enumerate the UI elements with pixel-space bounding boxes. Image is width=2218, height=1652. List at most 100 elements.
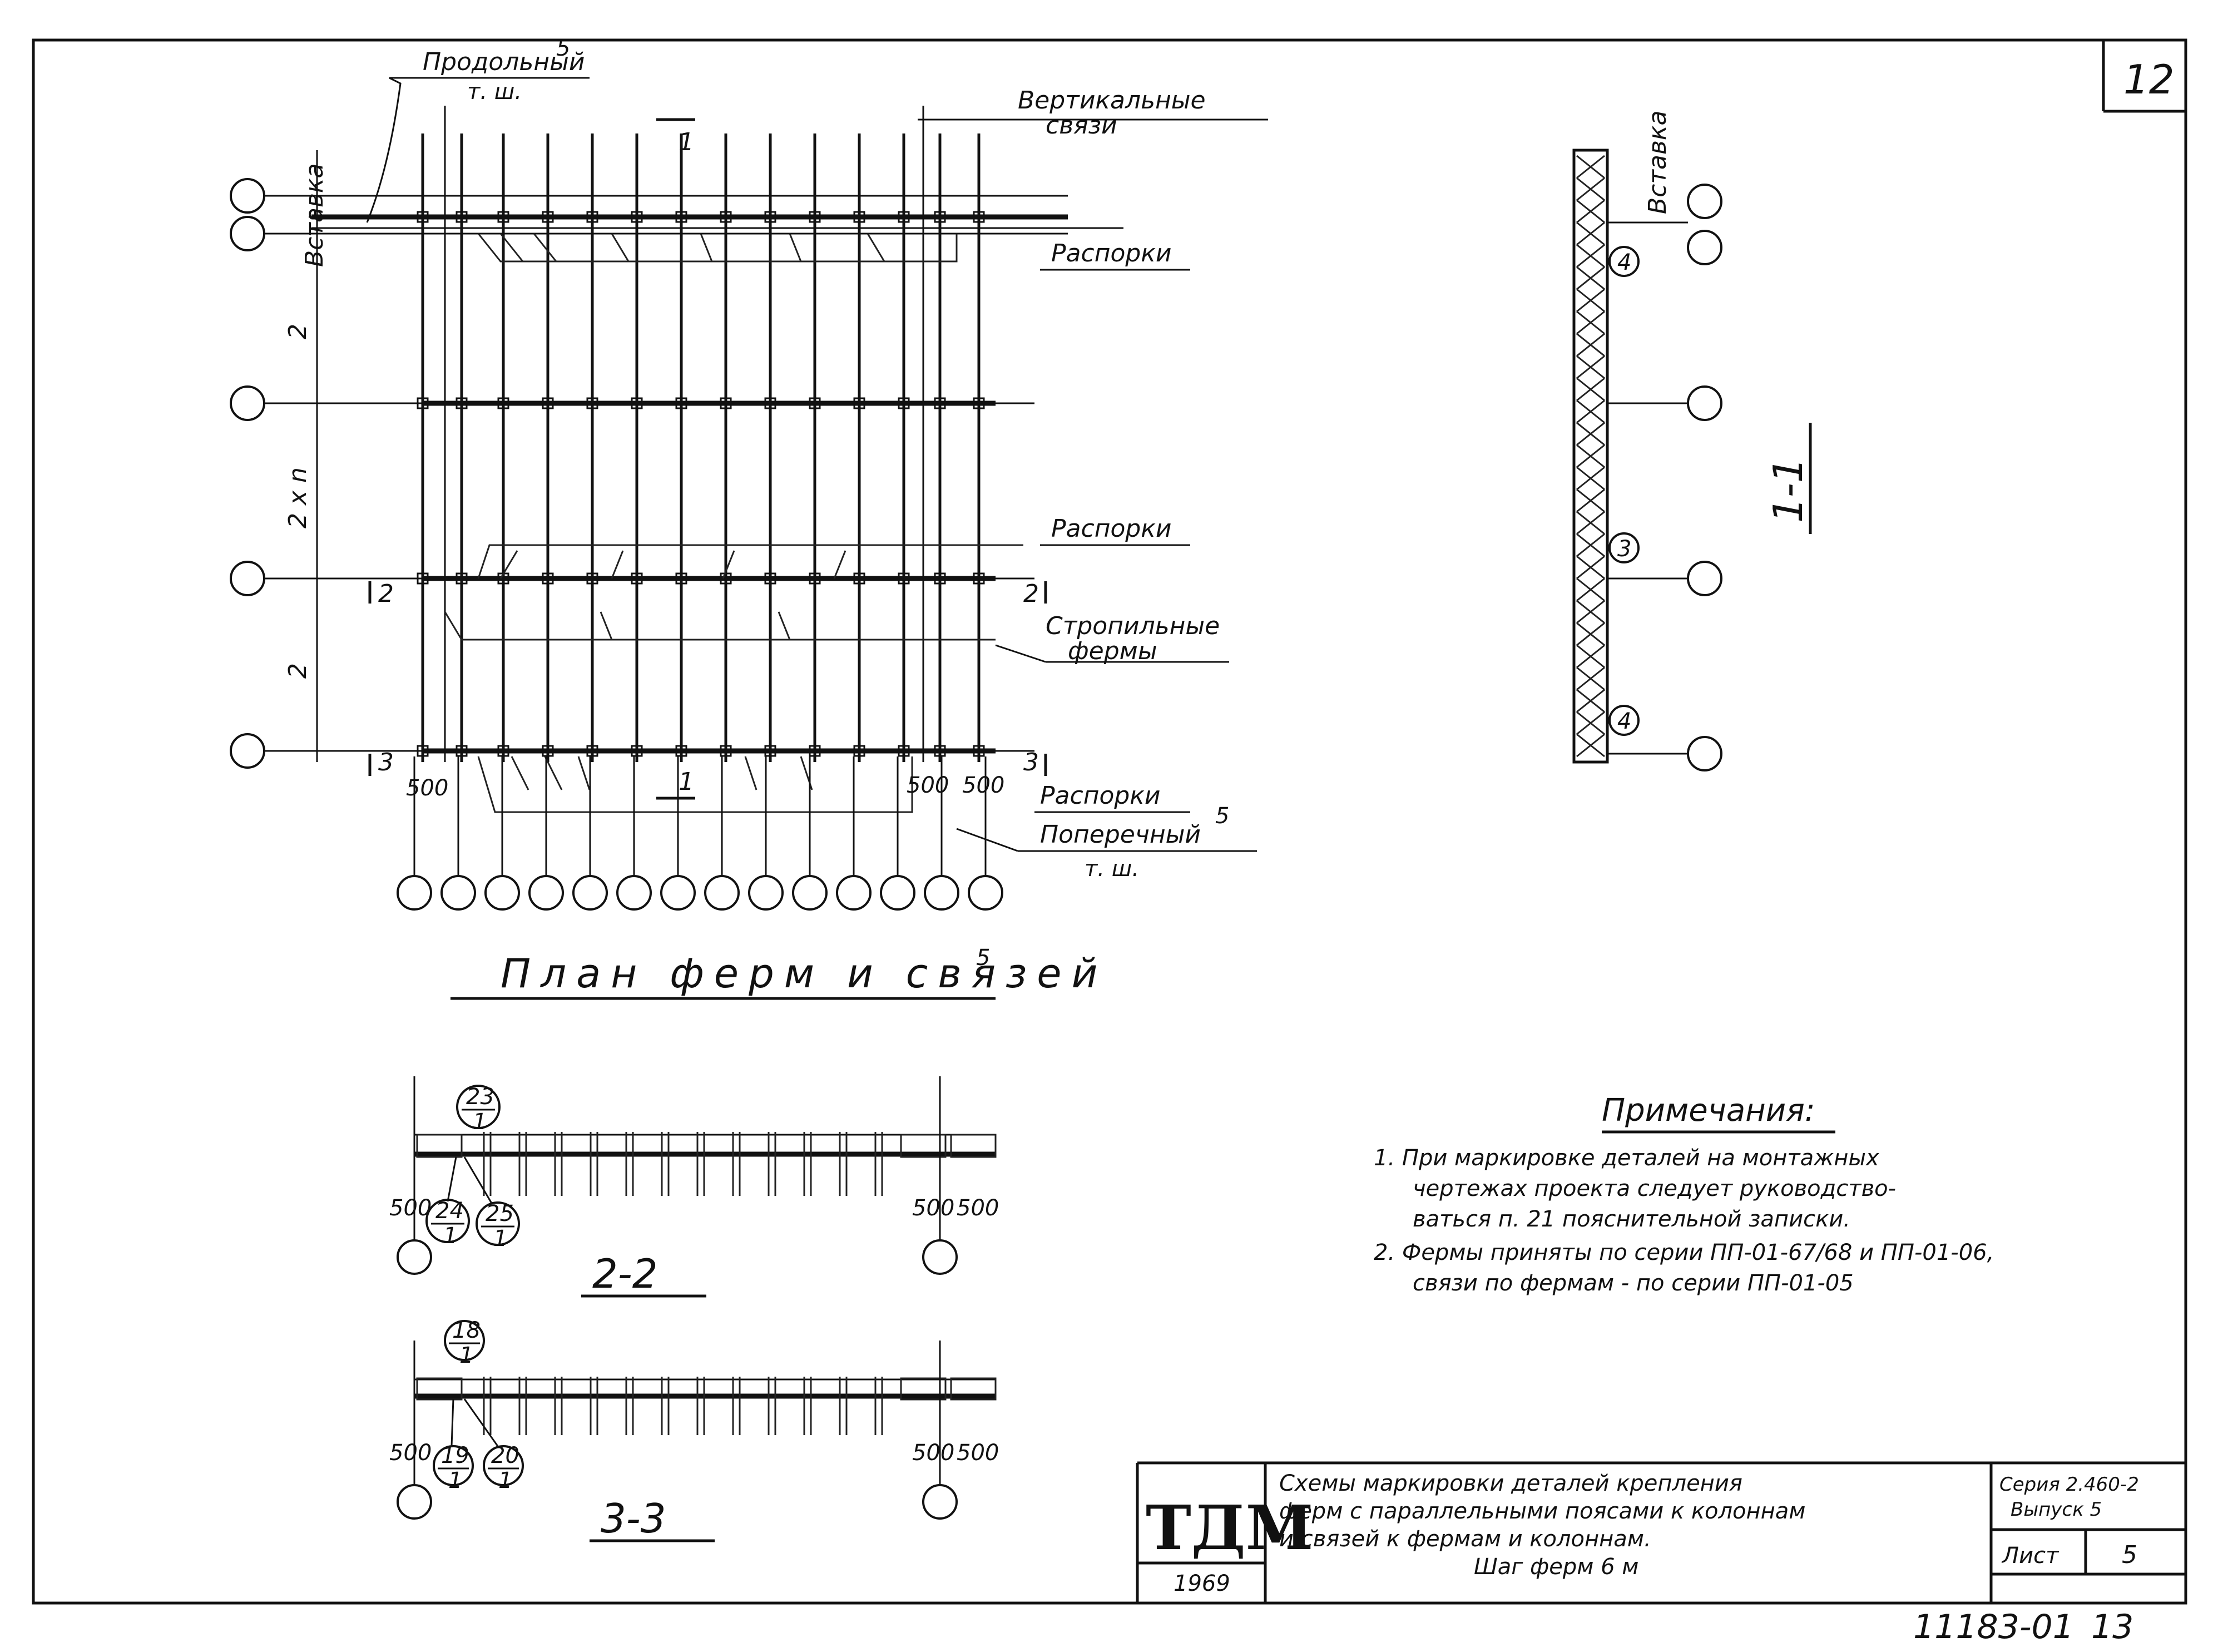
sec22-title: 2-2 [592,1250,658,1297]
sheet-label: Лист [2001,1543,2059,1569]
label-struts-2: Распорки [1051,515,1171,543]
svg-text:3: 3 [378,748,394,776]
svg-text:2: 2 [378,580,394,608]
column-circle [572,875,608,911]
sec22-dim-500-r2: 500 [957,1195,999,1221]
plan-title-sup: 5 [976,945,990,971]
title-line-4: Шаг ферм 6 м [1474,1554,1638,1580]
title-line-3: и связей к фермам и колоннам. [1279,1526,1651,1552]
sheet-number: 12 [2123,56,2175,103]
sec11-tag-3: 4 [1617,709,1631,734]
svg-text:24: 24 [435,1198,464,1224]
svg-text:1: 1 [443,1223,457,1249]
label-transverse-sup: 5 [1215,803,1229,829]
svg-text:1: 1 [679,128,694,156]
title-line-1: Схемы маркировки деталей крепления [1279,1471,1742,1496]
dim-500-right-b: 500 [962,773,1004,798]
section-1-1: 4 3 4 Вставка 1-1 [1572,111,1812,771]
column-circle [397,875,432,911]
note-line-5: связи по фермам - по серии ПП-01-05 [1413,1270,1854,1296]
column-circle [748,875,784,911]
dim-span-2: 2 x n [284,467,312,528]
insert-label-plan: Вставка [300,164,329,267]
label-temp-joint-bottom: т. ш. [1085,856,1139,882]
svg-text:1: 1 [498,1468,512,1493]
series-line-2: Выпуск 5 [2011,1498,2102,1521]
svg-text:19: 19 [441,1443,469,1468]
note-line-2: чертежах проекта следует руководство- [1413,1176,1896,1201]
sec33-dim-500-r1: 500 [912,1440,954,1466]
svg-text:1: 1 [493,1226,507,1252]
plan-drawing: 2 2 x n 2 Вставка Продольный 5 т. ш. Вер… [230,36,1268,1000]
tag-20: 20 1 [483,1443,524,1493]
dim-500-left: 500 [406,775,448,801]
plan-leaders [366,77,1268,852]
bracing-hatch-top [477,233,958,263]
notes-block: Примечания: 1. При маркировке деталей на… [1374,1092,1994,1296]
column-circle [616,875,652,911]
dim-span-3: 2 [284,663,312,679]
tag-25: 25 1 [476,1201,520,1252]
bracing-hatch-bottom [477,756,913,813]
column-circle [528,875,564,911]
sec22-dim-500-left: 500 [389,1195,432,1221]
bottom-column-circles [397,756,1003,911]
axis-row-1 [230,178,1068,251]
column-circle [792,875,828,911]
sec33-title: 3-3 [601,1495,666,1542]
svg-text:25: 25 [486,1201,514,1226]
title-block: ТДМ 1969 Схемы маркировки деталей крепле… [1136,1461,2186,1646]
column-circle [924,875,959,911]
dim-500-right-a: 500 [907,773,949,798]
plan-dimension-left: 2 2 x n 2 Вставка [284,150,329,762]
sec11-insert-label: Вставка [1643,111,1672,214]
truss-lines [417,106,985,762]
label-longitudinal: Продольный [423,48,585,76]
svg-text:1: 1 [679,768,694,796]
note-line-1: 1. При маркировке деталей на монтажных [1374,1145,1879,1171]
bottom-page: 13 [2091,1608,2133,1646]
notes-heading: Примечания: [1602,1092,1815,1129]
label-longitudinal-sup: 5 [556,36,570,61]
column-circle [836,875,872,911]
svg-text:3: 3 [1023,748,1039,776]
section-3-3: 18 1 19 1 20 1 500 500 500 3-3 [389,1318,999,1542]
sec11-tag-1: 4 [1617,250,1631,275]
bracing-hatch-mid [444,544,1023,641]
label-struts-1: Распорки [1051,239,1171,268]
column-circle [440,875,476,911]
label-vertical-braces: Вертикальные [1018,86,1206,115]
sec33-dim-500-r2: 500 [957,1440,999,1466]
section-markers: 1 1 2 2 3 3 [368,118,1047,800]
sheet-no: 5 [2122,1541,2137,1569]
label-temp-joint-top: т. ш. [467,79,522,105]
sec11-tag-2: 3 [1617,536,1631,562]
title-block-year: 1969 [1174,1571,1230,1596]
sheet-frame [32,38,2187,1605]
column-circle [660,875,696,911]
svg-text:20: 20 [491,1443,519,1468]
column-circle [880,875,915,911]
tag-24: 24 1 [425,1198,470,1249]
svg-text:2: 2 [1023,580,1039,608]
tag-18: 18 1 [444,1318,485,1368]
series-line-1: Серия 2.460-2 [1999,1473,2139,1496]
dim-span-1: 2 [284,324,312,339]
column-circle [484,875,520,911]
sec11-title: 1-1 [1765,457,1811,523]
note-line-3: ваться п. 21 пояснительной записки. [1413,1206,1850,1232]
svg-text:1: 1 [448,1468,462,1493]
title-block-logo: ТДМ [1146,1492,1313,1564]
label-struts-3: Распорки [1040,782,1160,810]
bottom-code: 11183-01 [1913,1608,2074,1646]
tag-23: 23 1 [456,1084,501,1135]
sec33-dim-500-left: 500 [389,1440,432,1466]
plan-title: План ферм и связей [501,950,1107,997]
label-transverse: Поперечный [1040,820,1201,849]
tag-19: 19 1 [433,1443,474,1493]
svg-text:23: 23 [466,1084,494,1110]
label-rafters: Стропильные [1046,612,1220,640]
sec22-dim-500-r1: 500 [912,1195,954,1221]
title-line-2: ферм с параллельными поясами к колоннам [1279,1498,1805,1524]
